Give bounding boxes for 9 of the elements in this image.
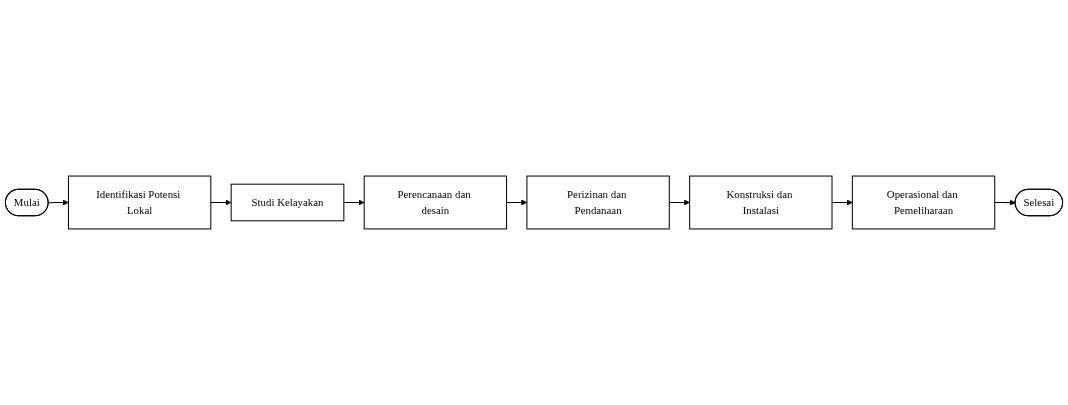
node-box: Studi Kelayakan	[230, 183, 345, 222]
node-box: Identifikasi Potensi Lokal	[67, 175, 212, 230]
node-box: Perizinan dan Pendanaan	[526, 175, 670, 230]
arrow	[343, 199, 365, 206]
arrow	[994, 199, 1016, 206]
node-box: Operasional dan Pemeliharaan	[851, 175, 996, 230]
node-box: Konstruksi dan Instalasi	[689, 175, 833, 230]
node-box: Perencanaan dan desain	[363, 175, 508, 230]
arrow	[210, 199, 232, 206]
